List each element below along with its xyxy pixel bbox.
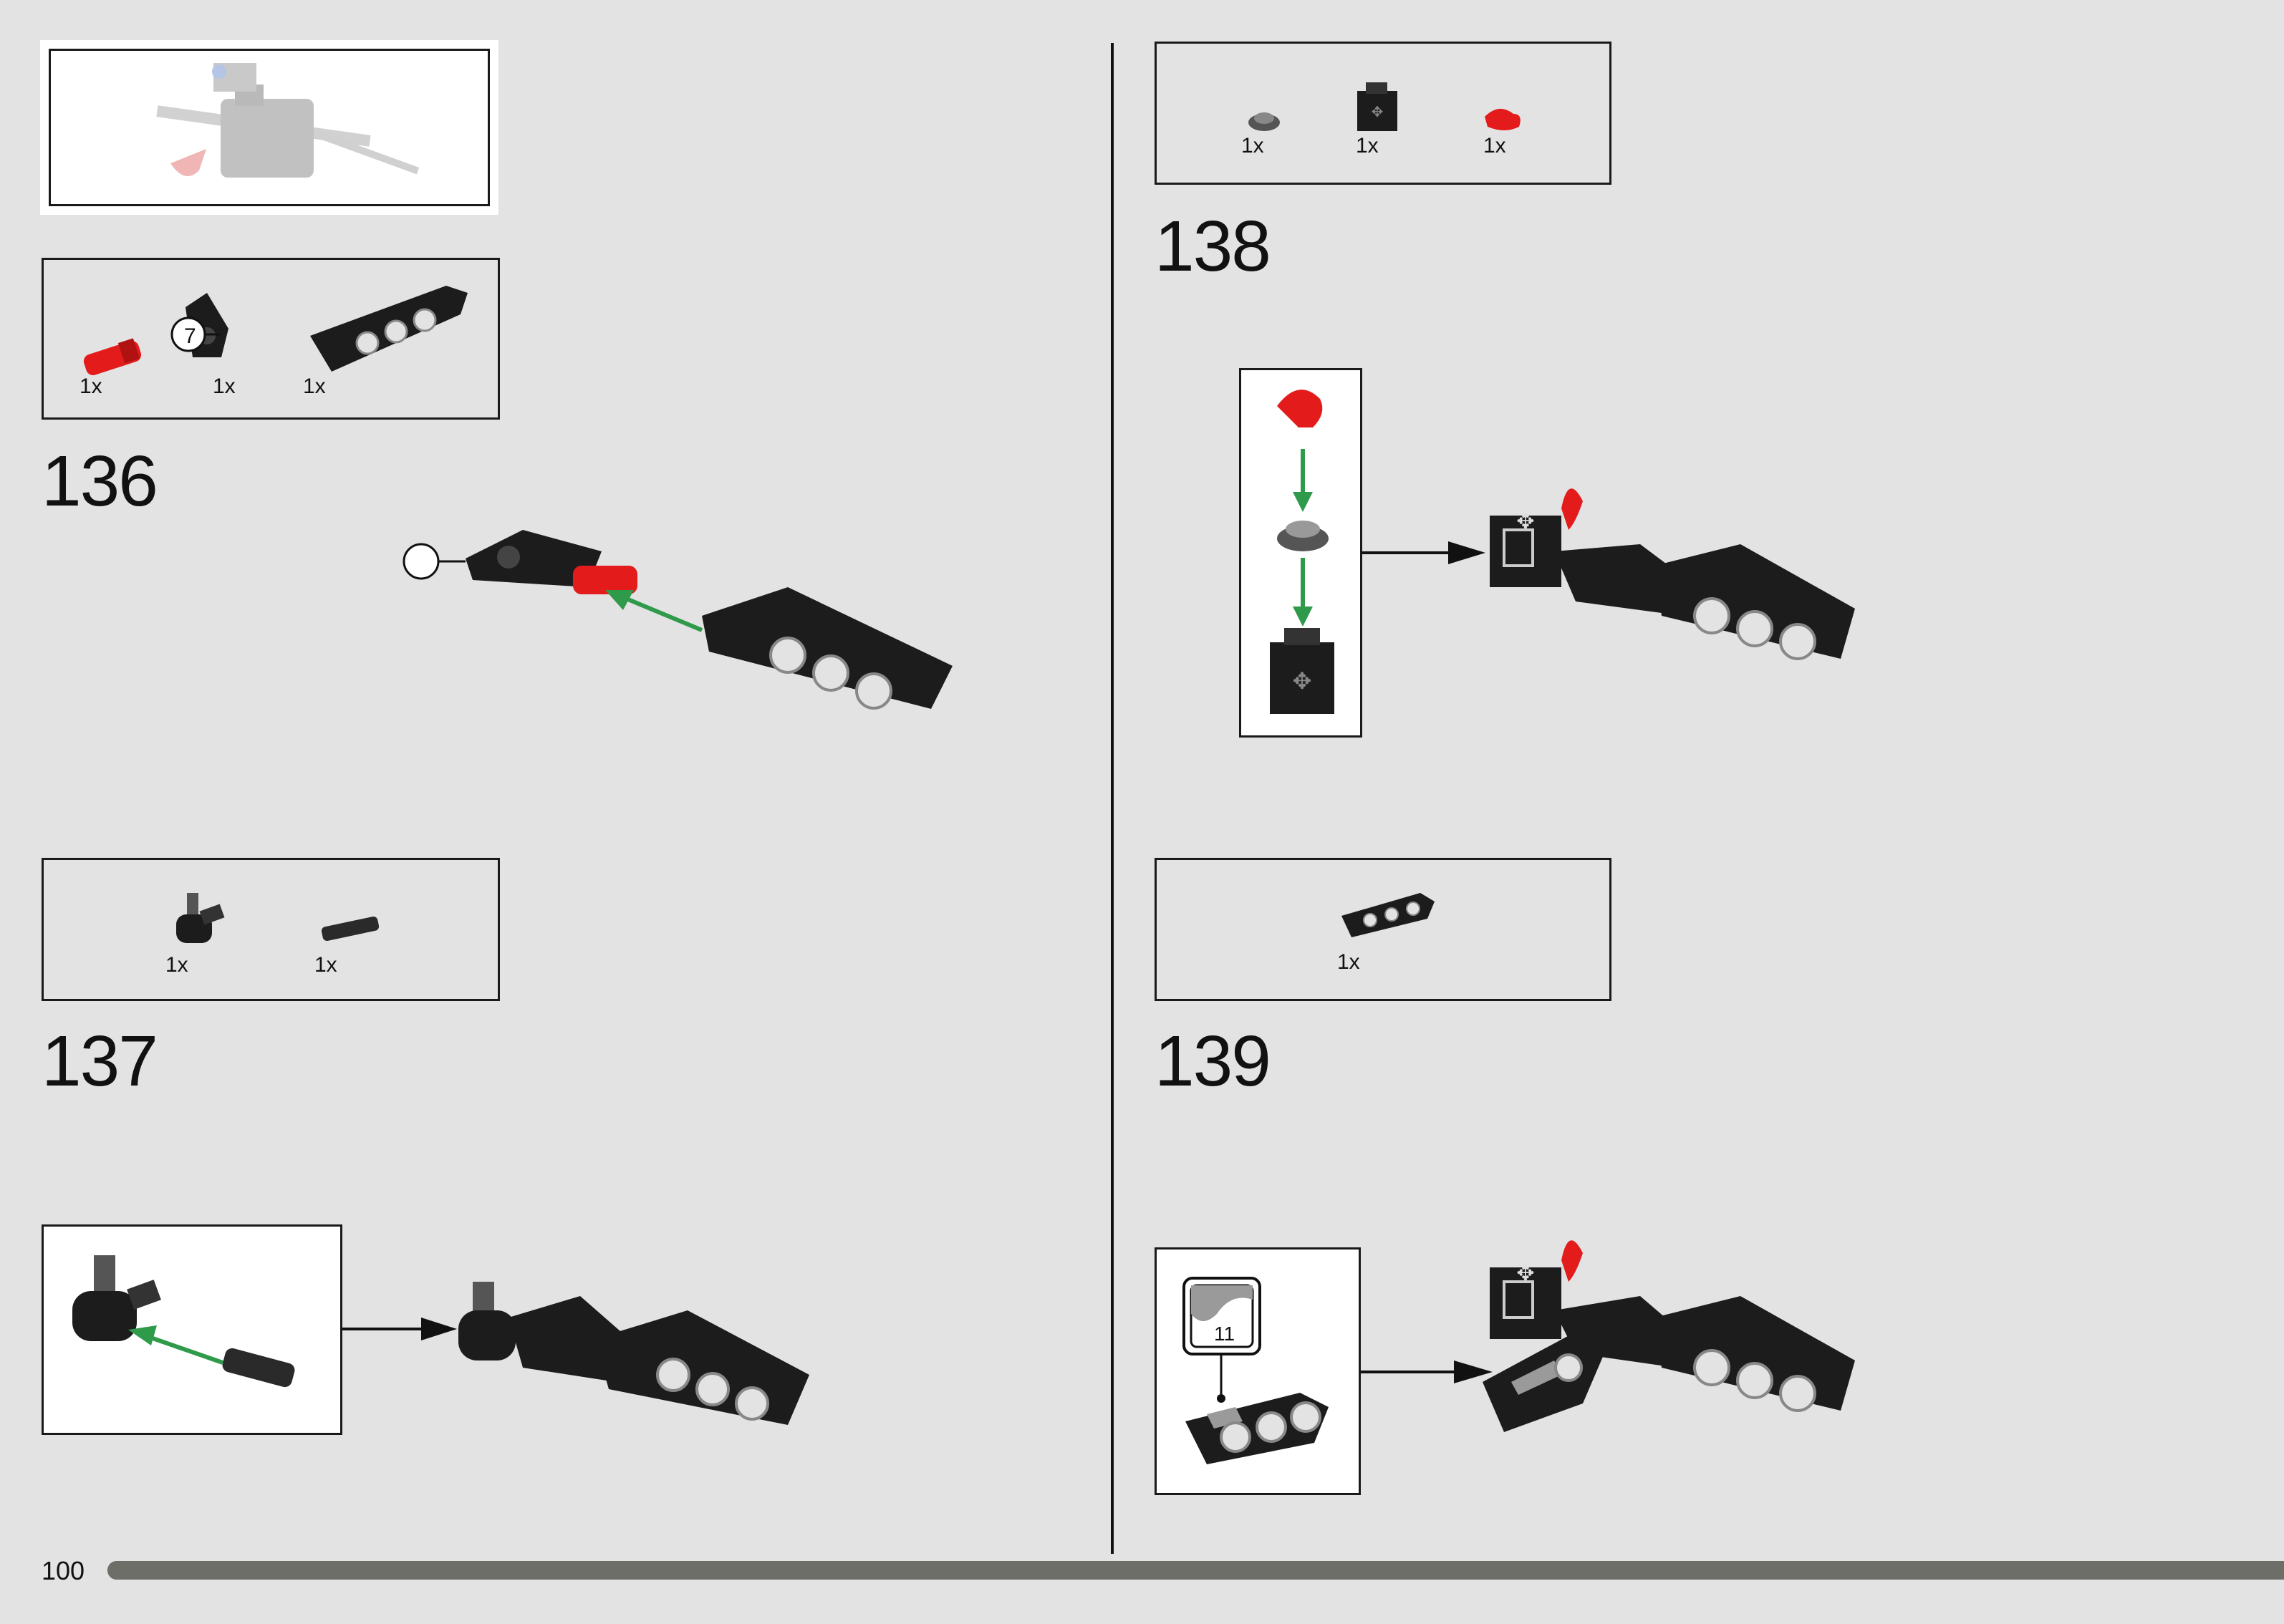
part-qty-136-3: 1x bbox=[303, 374, 326, 398]
part-qty-137-2: 1x bbox=[314, 953, 337, 977]
progress-bar bbox=[107, 1561, 2284, 1580]
sticker-number: 11 bbox=[1214, 1323, 1235, 1345]
page-divider bbox=[1111, 43, 1114, 1554]
part-qty-137-1: 1x bbox=[165, 953, 188, 977]
page-number: 100 bbox=[42, 1556, 85, 1585]
progress-fill bbox=[107, 1561, 2284, 1580]
subassembly-139-image bbox=[1182, 1277, 1329, 1464]
part-qty-138-3: 1x bbox=[1483, 134, 1506, 158]
arrow-138 bbox=[1362, 541, 1485, 564]
subassembly-box-139: 11 bbox=[1155, 1247, 1361, 1495]
black-brick-icon: ✥ bbox=[1357, 82, 1397, 131]
callout-7-icon bbox=[170, 316, 220, 352]
step-number-136: 136 bbox=[42, 441, 158, 521]
assembly-136-image bbox=[403, 530, 953, 710]
step-number-138: 138 bbox=[1155, 206, 1271, 286]
red-axle-connector-icon bbox=[83, 338, 142, 376]
part-qty-139-1: 1x bbox=[1337, 950, 1360, 974]
black-panel-beam-icon bbox=[310, 286, 468, 372]
step-number-139: 139 bbox=[1155, 1021, 1271, 1101]
model-overview-image bbox=[156, 63, 420, 178]
subassembly-138-image: ✥ bbox=[1270, 390, 1334, 714]
assembly-138-image: ✥ bbox=[1490, 488, 1855, 660]
arrow-139 bbox=[1361, 1360, 1493, 1383]
parts-box-138: 1x ✥ 1x 1x bbox=[1155, 42, 1611, 185]
assembly-137-image bbox=[458, 1282, 809, 1425]
black-beam-3-icon bbox=[1341, 893, 1435, 937]
part-qty-136-2: 1x bbox=[213, 374, 236, 398]
assembly-139-image: ✥ bbox=[1483, 1240, 1855, 1432]
step-number-137: 137 bbox=[42, 1021, 158, 1101]
subassembly-137-image bbox=[72, 1255, 295, 1388]
round-plate-icon bbox=[1248, 112, 1280, 131]
svg-text:✥: ✥ bbox=[1372, 103, 1384, 120]
parts-box-136: 1x 7 1x 1x bbox=[42, 258, 500, 420]
part-qty-138-2: 1x bbox=[1356, 134, 1379, 158]
small-pin-icon bbox=[321, 917, 380, 941]
arrow-137 bbox=[342, 1318, 457, 1340]
part-qty-138-1: 1x bbox=[1241, 134, 1264, 158]
red-hand-icon bbox=[1485, 108, 1521, 130]
svg-text:✥: ✥ bbox=[1293, 667, 1312, 695]
parts-box-139: 1x bbox=[1155, 858, 1611, 1001]
part-qty-136-1: 1x bbox=[79, 374, 102, 398]
axle-joint-icon bbox=[176, 893, 225, 943]
parts-box-137: 1x 1x bbox=[42, 858, 500, 1001]
svg-text:✥: ✥ bbox=[1516, 1261, 1534, 1286]
subassembly-box-137 bbox=[42, 1224, 342, 1435]
overview-thumbnail bbox=[42, 42, 497, 213]
subassembly-box-138: ✥ bbox=[1239, 368, 1362, 738]
svg-text:✥: ✥ bbox=[1516, 509, 1534, 534]
callout-136-label: 7 bbox=[184, 324, 196, 348]
